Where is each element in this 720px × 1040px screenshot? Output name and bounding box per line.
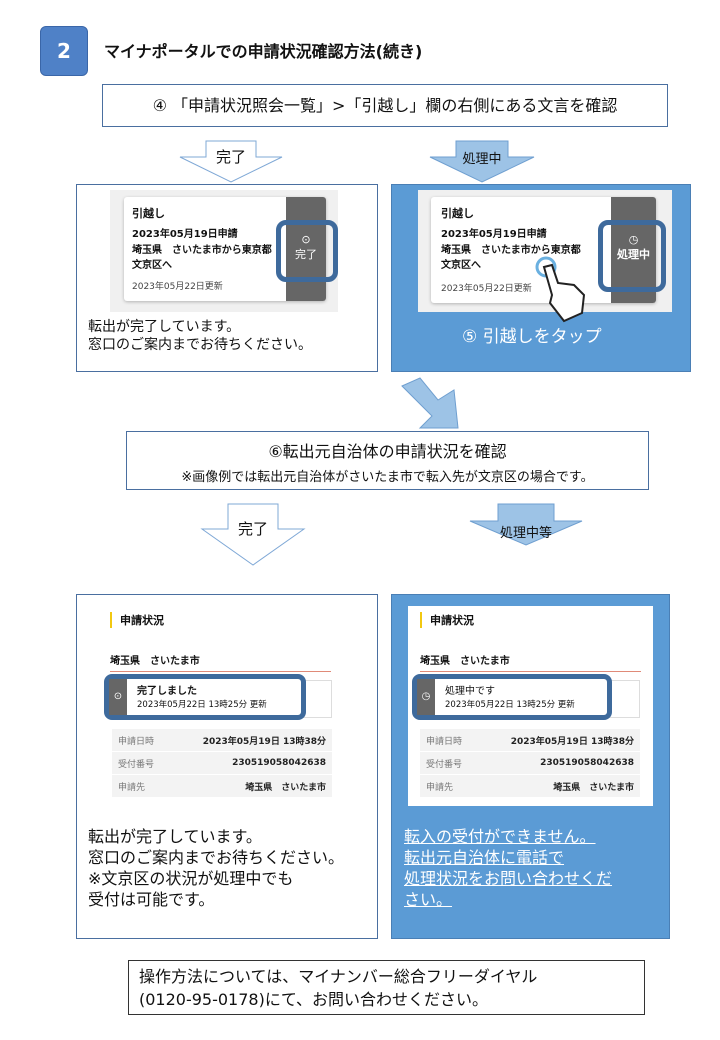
clock-icon: ◷: [417, 679, 435, 715]
arrow-done-2: [200, 503, 306, 566]
arrow-processing-label: 処理中: [462, 152, 502, 167]
page-title: マイナポータルでの申請状況確認方法(続き): [104, 42, 423, 61]
arrow-processing: [429, 140, 535, 183]
status-done: ⊙完了: [286, 197, 326, 301]
tap-hand-icon: [535, 256, 586, 323]
check-icon: ⊙: [301, 233, 311, 246]
highlight-ring: [276, 220, 338, 282]
arrow-done-label: 完了: [215, 148, 246, 166]
arrow-done: [179, 140, 283, 183]
clock-icon: ◷: [628, 233, 639, 246]
status-processing: ◷処理中: [611, 197, 656, 303]
step5-label: ⑤ 引越しをタップ: [462, 327, 602, 347]
step4-box: ④ 「申請状況照会一覧」>「引越し」欄の右側にある文言を確認: [102, 84, 668, 127]
card-applied: 2023年05月19日申請: [132, 229, 238, 240]
card-title: 引越し: [132, 207, 165, 220]
arrow-diagonal: [401, 377, 459, 429]
card-route2: 文京区へ: [132, 260, 172, 271]
footer-note: 操作方法については、マイナンバー総合フリーダイヤル(0120-95-0178)に…: [128, 960, 645, 1015]
moving-card-processing[interactable]: 引越し 2023年05月19日申請 埼玉県 さいたま市から東京都 文京区へ 20…: [431, 197, 656, 303]
highlight-ring: [598, 220, 666, 292]
done-status-message: 転出が完了しています。窓口のご案内までお待ちください。※文京区の状況が処理中でも…: [88, 827, 345, 909]
arrow-processing-2: [469, 503, 583, 546]
moving-card[interactable]: 引越し 2023年05月19日申請 埼玉県 さいたま市から東京都 文京区へ 20…: [124, 197, 326, 301]
row-destination: 申請先埼玉県 さいたま市: [112, 775, 332, 797]
processing-status-highlight: ◷ 処理中です 2023年05月22日 13時25分 更新: [412, 674, 612, 720]
card-route: 埼玉県 さいたま市から東京都: [132, 245, 272, 256]
card-updated: 2023年05月22日更新: [132, 282, 223, 292]
done-status-highlight: ⊙ 完了しました 2023年05月22日 13時25分 更新: [104, 674, 306, 720]
step-badge: 2: [40, 26, 88, 76]
done-message: 転出が完了しています。窓口のご案内までお待ちください。: [88, 319, 312, 353]
step6-box: ⑥転出元自治体の申請状況を確認 ※画像例では転出元自治体がさいたま市で転入先が文…: [126, 431, 649, 490]
check-icon: ⊙: [109, 679, 127, 715]
processing-status-message: 転入の受付ができません。転出元自治体に電話で処理状況をお問い合わせください。: [404, 827, 613, 909]
